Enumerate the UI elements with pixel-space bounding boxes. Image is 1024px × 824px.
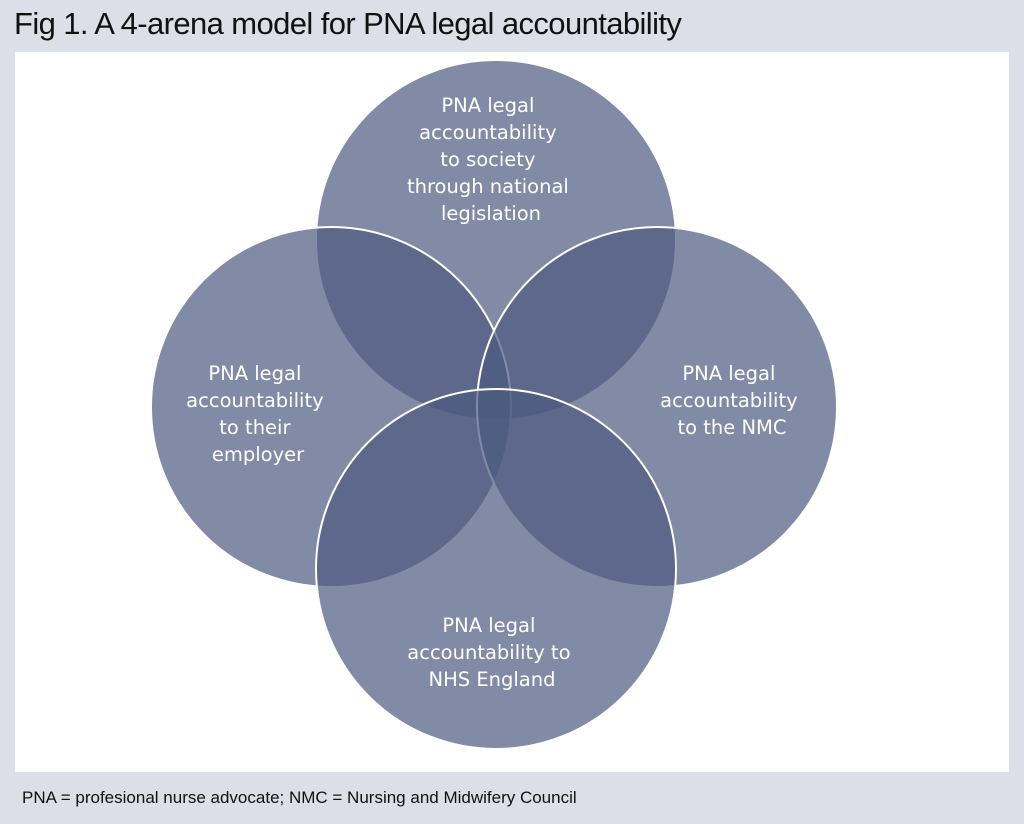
venn-diagram: PNA legal accountability to society thro…: [150, 59, 838, 750]
figure-title: Fig 1. A 4-arena model for PNA legal acc…: [14, 6, 682, 41]
arena-label-line: accountability: [419, 121, 556, 144]
arena-label-line: legislation: [441, 202, 541, 225]
arena-label-line: PNA legal: [208, 362, 301, 385]
arena-circle-nhs-england: [315, 388, 677, 750]
arena-label-line: accountability: [660, 389, 797, 412]
arena-label-line: through national: [407, 175, 569, 198]
arena-label-nmc: PNA legal accountability to the NMC: [660, 362, 804, 439]
arena-label-line: PNA legal: [441, 94, 534, 117]
arena-label-employer: PNA legal accountability to their employ…: [186, 362, 330, 466]
figure-footnote: PNA = profesional nurse advocate; NMC = …: [22, 788, 577, 807]
arena-label-line: to society: [440, 148, 535, 171]
arena-label-line: to their: [219, 416, 291, 439]
arena-label-line: NHS England: [429, 668, 556, 691]
arena-label-line: to the NMC: [677, 416, 786, 439]
arena-label-line: accountability to: [407, 641, 570, 664]
arena-label-line: PNA legal: [682, 362, 775, 385]
arena-label-line: PNA legal: [442, 614, 535, 637]
diagram-panel: PNA legal accountability to society thro…: [15, 52, 1009, 772]
arena-circles: [150, 59, 838, 750]
arena-label-nhs-england: PNA legal accountability to NHS England: [407, 614, 576, 691]
arena-label-line: employer: [212, 443, 305, 466]
arena-label-society: PNA legal accountability to society thro…: [407, 94, 575, 225]
arena-label-line: accountability: [186, 389, 323, 412]
